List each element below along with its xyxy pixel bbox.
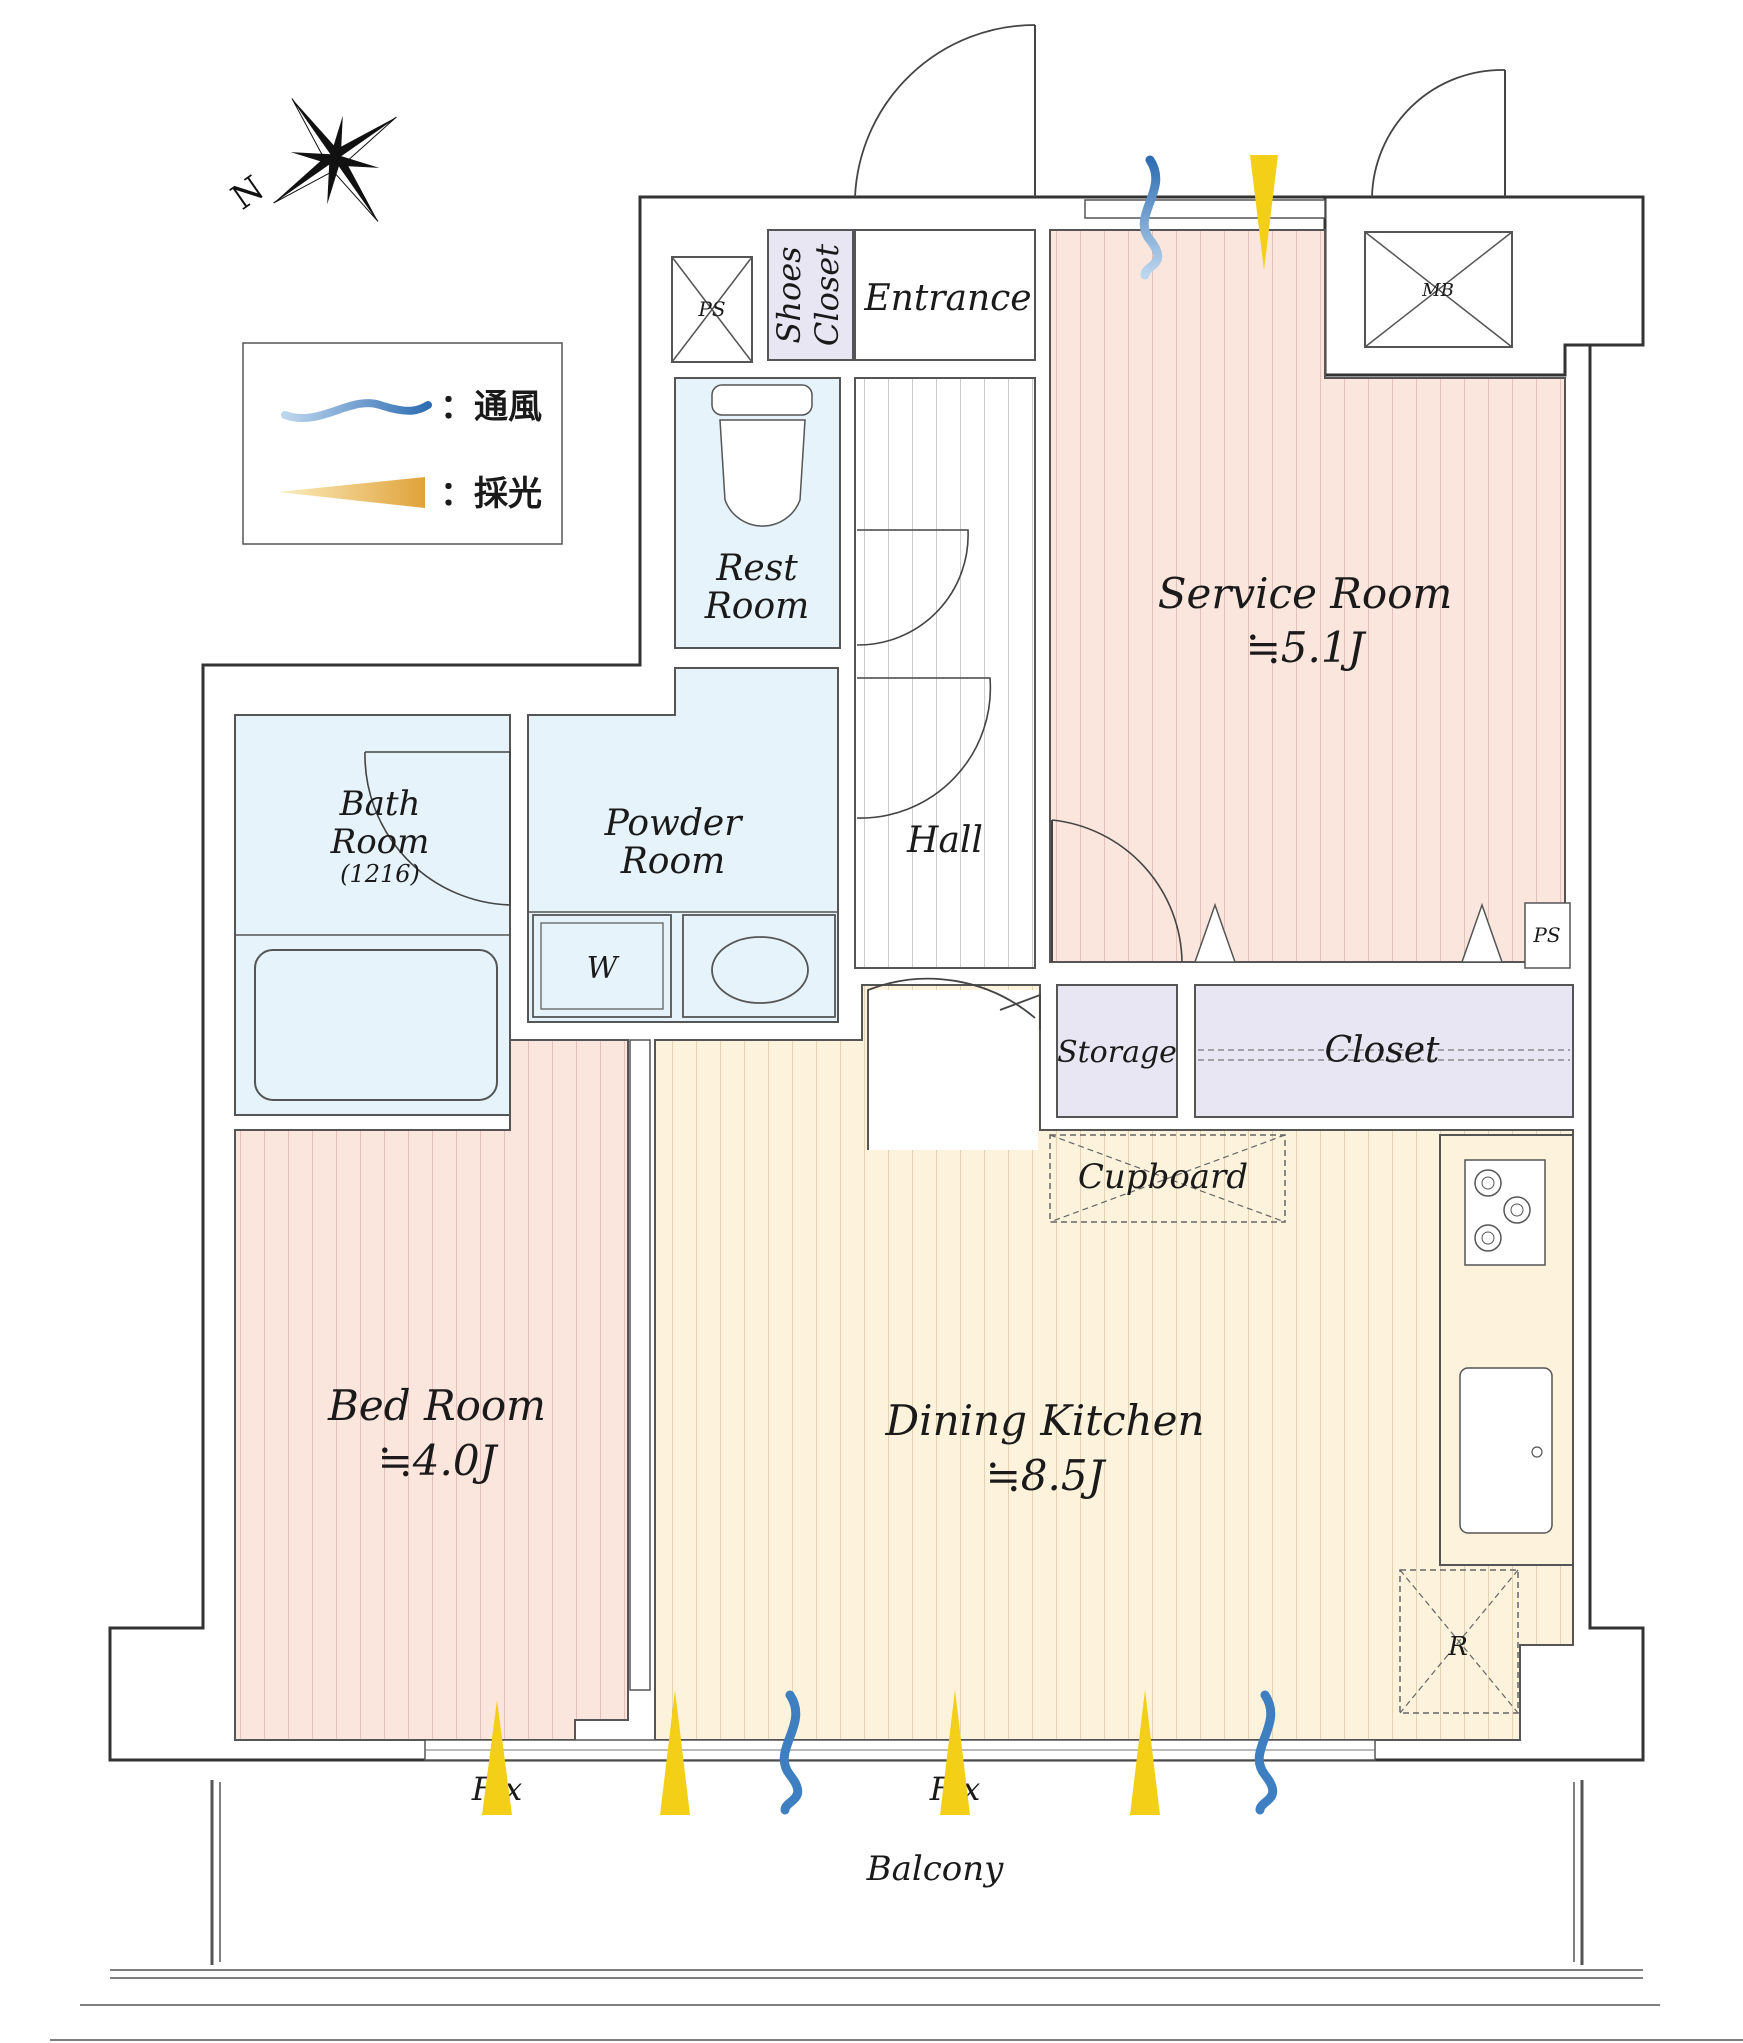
bath-room-label-2: Room — [330, 822, 430, 862]
bath-room-size: (1216) — [340, 860, 420, 888]
lighting-icon — [660, 1690, 690, 1815]
cupboard-box — [1049, 1134, 1286, 1223]
lighting-icon — [482, 1700, 512, 1815]
refrigerator-label: R — [1447, 1632, 1468, 1662]
powder-room-door[interactable] — [856, 677, 992, 819]
service-room-window — [1084, 199, 1326, 219]
closet-door-marker-left — [1193, 902, 1237, 963]
ventilation-icon — [1254, 1690, 1278, 1815]
service-room-label: Service Room — [1158, 569, 1453, 618]
ps-right-box — [1524, 902, 1571, 969]
hall-floor — [854, 377, 1036, 969]
north-letter: N — [224, 168, 271, 218]
outer-wall — [108, 195, 1645, 1762]
ventilation-icon — [1139, 155, 1163, 280]
service-room-floor — [1049, 229, 1566, 963]
meter-box — [1364, 231, 1513, 348]
hall-label: Hall — [906, 820, 983, 861]
service-room-door[interactable] — [1051, 819, 1183, 963]
entrance-floor — [854, 229, 1036, 361]
dining-kitchen-label: Dining Kitchen — [884, 1396, 1204, 1445]
shoes-closet-box — [767, 229, 854, 361]
closet-door-marker-right — [1460, 902, 1504, 963]
sink-icon — [711, 936, 809, 1004]
mb-door[interactable] — [1371, 69, 1506, 198]
refrigerator-box — [1399, 1569, 1519, 1714]
lighting-markers — [482, 155, 1278, 1815]
bed-room-size: ≒4.0J — [378, 1436, 499, 1485]
bath-room-door[interactable] — [364, 751, 511, 906]
ps-top-label: PS — [697, 297, 725, 321]
ventilation-legend-icon — [281, 399, 432, 423]
balcony-label: Balcony — [866, 1849, 1005, 1889]
pipe-space-top — [671, 256, 753, 363]
entrance-door[interactable] — [854, 24, 1036, 198]
ventilation-markers — [779, 155, 1278, 1815]
rest-room-door[interactable] — [856, 529, 969, 646]
bed-room-floor — [234, 1039, 629, 1741]
washer-label: W — [587, 951, 620, 986]
washer-box — [532, 914, 672, 1018]
lighting-legend-label: ：採光 — [440, 474, 542, 514]
shoes-closet-label-1: Shoes — [770, 246, 808, 343]
ventilation-icon — [779, 1690, 803, 1815]
closet-box — [1194, 984, 1574, 1118]
ventilation-legend-label: ：通風 — [440, 387, 542, 427]
bath-room-label-1: Bath — [339, 784, 421, 824]
powder-room-label-1: Powder — [604, 803, 744, 844]
rest-room-label-2: Room — [704, 586, 810, 627]
lighting-icon — [940, 1690, 970, 1815]
rest-room-label-1: Rest — [715, 548, 798, 589]
closet-label: Closet — [1325, 1030, 1441, 1071]
stove-burner-icon — [1474, 1169, 1531, 1252]
lighting-icon — [1130, 1690, 1160, 1815]
cupboard-label: Cupboard — [1078, 1157, 1248, 1197]
bed-room-label: Bed Room — [327, 1381, 546, 1430]
bed-room-sliding-door[interactable] — [629, 1039, 651, 1691]
toilet-icon — [711, 384, 813, 527]
service-room-size: ≒5.1J — [1246, 623, 1367, 672]
dining-kitchen-size: ≒8.5J — [986, 1451, 1107, 1500]
bathtub-icon — [254, 949, 498, 1101]
storage-box — [1056, 984, 1178, 1118]
dining-kitchen-door[interactable] — [867, 977, 1041, 1150]
compass-rose-icon — [273, 98, 397, 222]
lighting-legend-icon — [278, 477, 425, 508]
shoes-closet-label-2: Closet — [808, 244, 846, 346]
powder-room-label-2: Room — [620, 841, 726, 882]
kitchen-sink-icon — [1459, 1367, 1553, 1534]
storage-label: Storage — [1057, 1035, 1177, 1070]
ps-right-label: PS — [1532, 923, 1560, 947]
entrance-label: Entrance — [863, 278, 1031, 319]
mb-label: MB — [1421, 280, 1454, 301]
legend: ：通風 ：採光 — [242, 342, 563, 545]
lighting-icon — [1250, 155, 1278, 270]
